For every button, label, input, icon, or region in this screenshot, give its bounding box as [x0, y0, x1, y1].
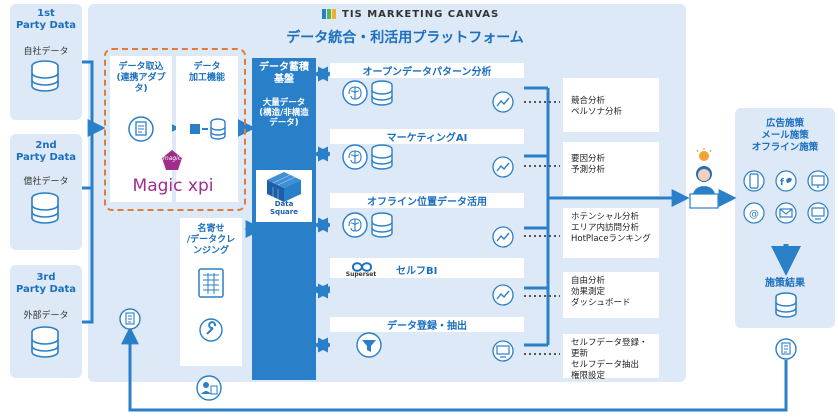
service-1-brain-icon — [342, 80, 368, 106]
service-1-database-icon — [370, 80, 394, 106]
service-5-title: データ登録・抽出 — [330, 317, 524, 332]
data-square-cube-icon — [267, 172, 301, 202]
processing-db-icon — [190, 116, 226, 142]
magic-xpi-logo: Magic xpi — [114, 176, 232, 196]
source-1-data-label: 自社データ — [10, 46, 82, 58]
desktop-icon — [807, 202, 829, 224]
processing-title: データ 加工機能 — [176, 62, 238, 84]
channel-icons-grid: f @ — [743, 170, 829, 228]
service-5-monitor-icon — [492, 340, 514, 362]
service-1-chart-icon — [492, 91, 514, 113]
service-2-title: マーケティングAI — [330, 129, 524, 144]
storage-title: データ蓄積 基盤 — [252, 62, 316, 86]
service-3-chart-icon — [492, 226, 514, 248]
service-3-database-icon — [370, 212, 394, 238]
service-5-filter-icon — [356, 332, 382, 358]
mobile-icon — [743, 170, 765, 192]
superset-logo-text: Superset — [345, 271, 377, 278]
wrench-icon — [199, 318, 223, 342]
service-4-chart-icon — [492, 284, 514, 306]
source-1-database-icon — [28, 60, 62, 94]
source-3-party-label: 3rd Party Data — [10, 272, 82, 296]
ingest-title: データ取込 (連携アダプタ) — [110, 62, 172, 95]
service-4-title: セルフBI — [396, 262, 437, 277]
result-4-box: 自由分析 効果測定 ダッシュボード — [563, 272, 659, 318]
storage-subtitle: 大量データ (構造/非構造 データ) — [252, 98, 316, 128]
spreadsheet-icon — [198, 268, 224, 298]
result-1-text: 競合分析 ペルソナ分析 — [571, 82, 651, 118]
output-title: 広告施策 メール施策 オフライン施策 — [735, 118, 835, 154]
output-feedback-document-icon — [775, 338, 797, 360]
platform-title: データ統合・利活用プラットフォーム — [260, 27, 550, 47]
service-1-title: オープンデータパターン分析 — [330, 63, 524, 78]
document-icon — [128, 116, 154, 142]
tis-logo-icon — [322, 9, 336, 19]
feedback-document-icon — [119, 308, 141, 330]
mail-icon — [775, 202, 797, 224]
source-2-database-icon — [28, 192, 62, 226]
svg-text:f: f — [780, 178, 784, 188]
source-2-data-label: 億社データ — [10, 176, 82, 188]
service-3-title: オフライン位置データ活用 — [330, 193, 524, 208]
social-icon: f — [775, 170, 797, 192]
result-4-text: 自由分析 効果測定 ダッシュボード — [571, 276, 651, 309]
magic-logo-small: magic — [160, 155, 184, 162]
service-2-chart-icon — [492, 156, 514, 178]
brand-logo: TIS MARKETING CANVAS — [322, 8, 499, 20]
source-3-database-icon — [28, 326, 62, 360]
result-2-box: 要因分析 予測分析 — [563, 142, 659, 196]
brand-name: TIS MARKETING CANVAS — [342, 9, 499, 20]
service-2-brain-icon — [342, 144, 368, 170]
result-1-box: 競合分析 ペルソナ分析 — [563, 78, 659, 132]
signage-icon — [807, 170, 829, 192]
output-result-database-icon — [773, 292, 799, 318]
result-3-box: ホテンシャル分析 エリア内訪問分析 HotPlaceランキング — [563, 208, 659, 258]
person-laptop-icon — [686, 150, 722, 212]
data-square-logo-text: Data Square — [256, 200, 312, 216]
cleansing-title: 名寄せ /データクレ ンジング — [180, 224, 242, 257]
source-3-data-label: 外部データ — [10, 310, 82, 322]
result-5-box: セルフデータ登録・更新 セルフデータ抽出 権限設定 — [563, 334, 659, 378]
svg-text:@: @ — [749, 209, 759, 220]
service-2-database-icon — [370, 144, 394, 170]
service-3-brain-icon — [342, 212, 368, 238]
result-5-text: セルフデータ登録・更新 セルフデータ抽出 権限設定 — [571, 338, 651, 382]
person-document-icon — [196, 375, 222, 401]
email-icon: @ — [743, 202, 765, 224]
source-3-line — [82, 128, 92, 322]
source-1-line — [82, 62, 92, 128]
result-2-text: 要因分析 予測分析 — [571, 146, 651, 176]
source-1-party-label: 1st Party Data — [10, 8, 82, 32]
output-result-label: 施策結果 — [735, 274, 835, 289]
result-3-text: ホテンシャル分析 エリア内訪問分析 HotPlaceランキング — [571, 212, 651, 245]
source-2-party-label: 2nd Party Data — [10, 140, 82, 164]
